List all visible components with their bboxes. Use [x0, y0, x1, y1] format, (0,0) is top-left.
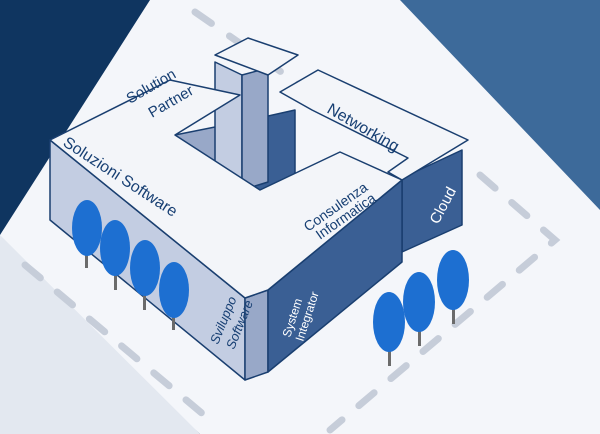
- trees-right: [373, 250, 469, 366]
- tree-icon: [100, 220, 130, 290]
- networking-wing-roof: [279, 69, 469, 181]
- tree-icon: [72, 200, 102, 268]
- tree-icon: [437, 250, 469, 324]
- tree-icon: [130, 240, 160, 310]
- tree-icon: [373, 292, 405, 366]
- tree-icon: [403, 272, 435, 346]
- trees-left: [72, 200, 189, 330]
- tower-wall-right: [241, 67, 269, 191]
- main-roof: [49, 79, 403, 299]
- tower-roof: [214, 37, 299, 76]
- tree-icon: [159, 262, 189, 330]
